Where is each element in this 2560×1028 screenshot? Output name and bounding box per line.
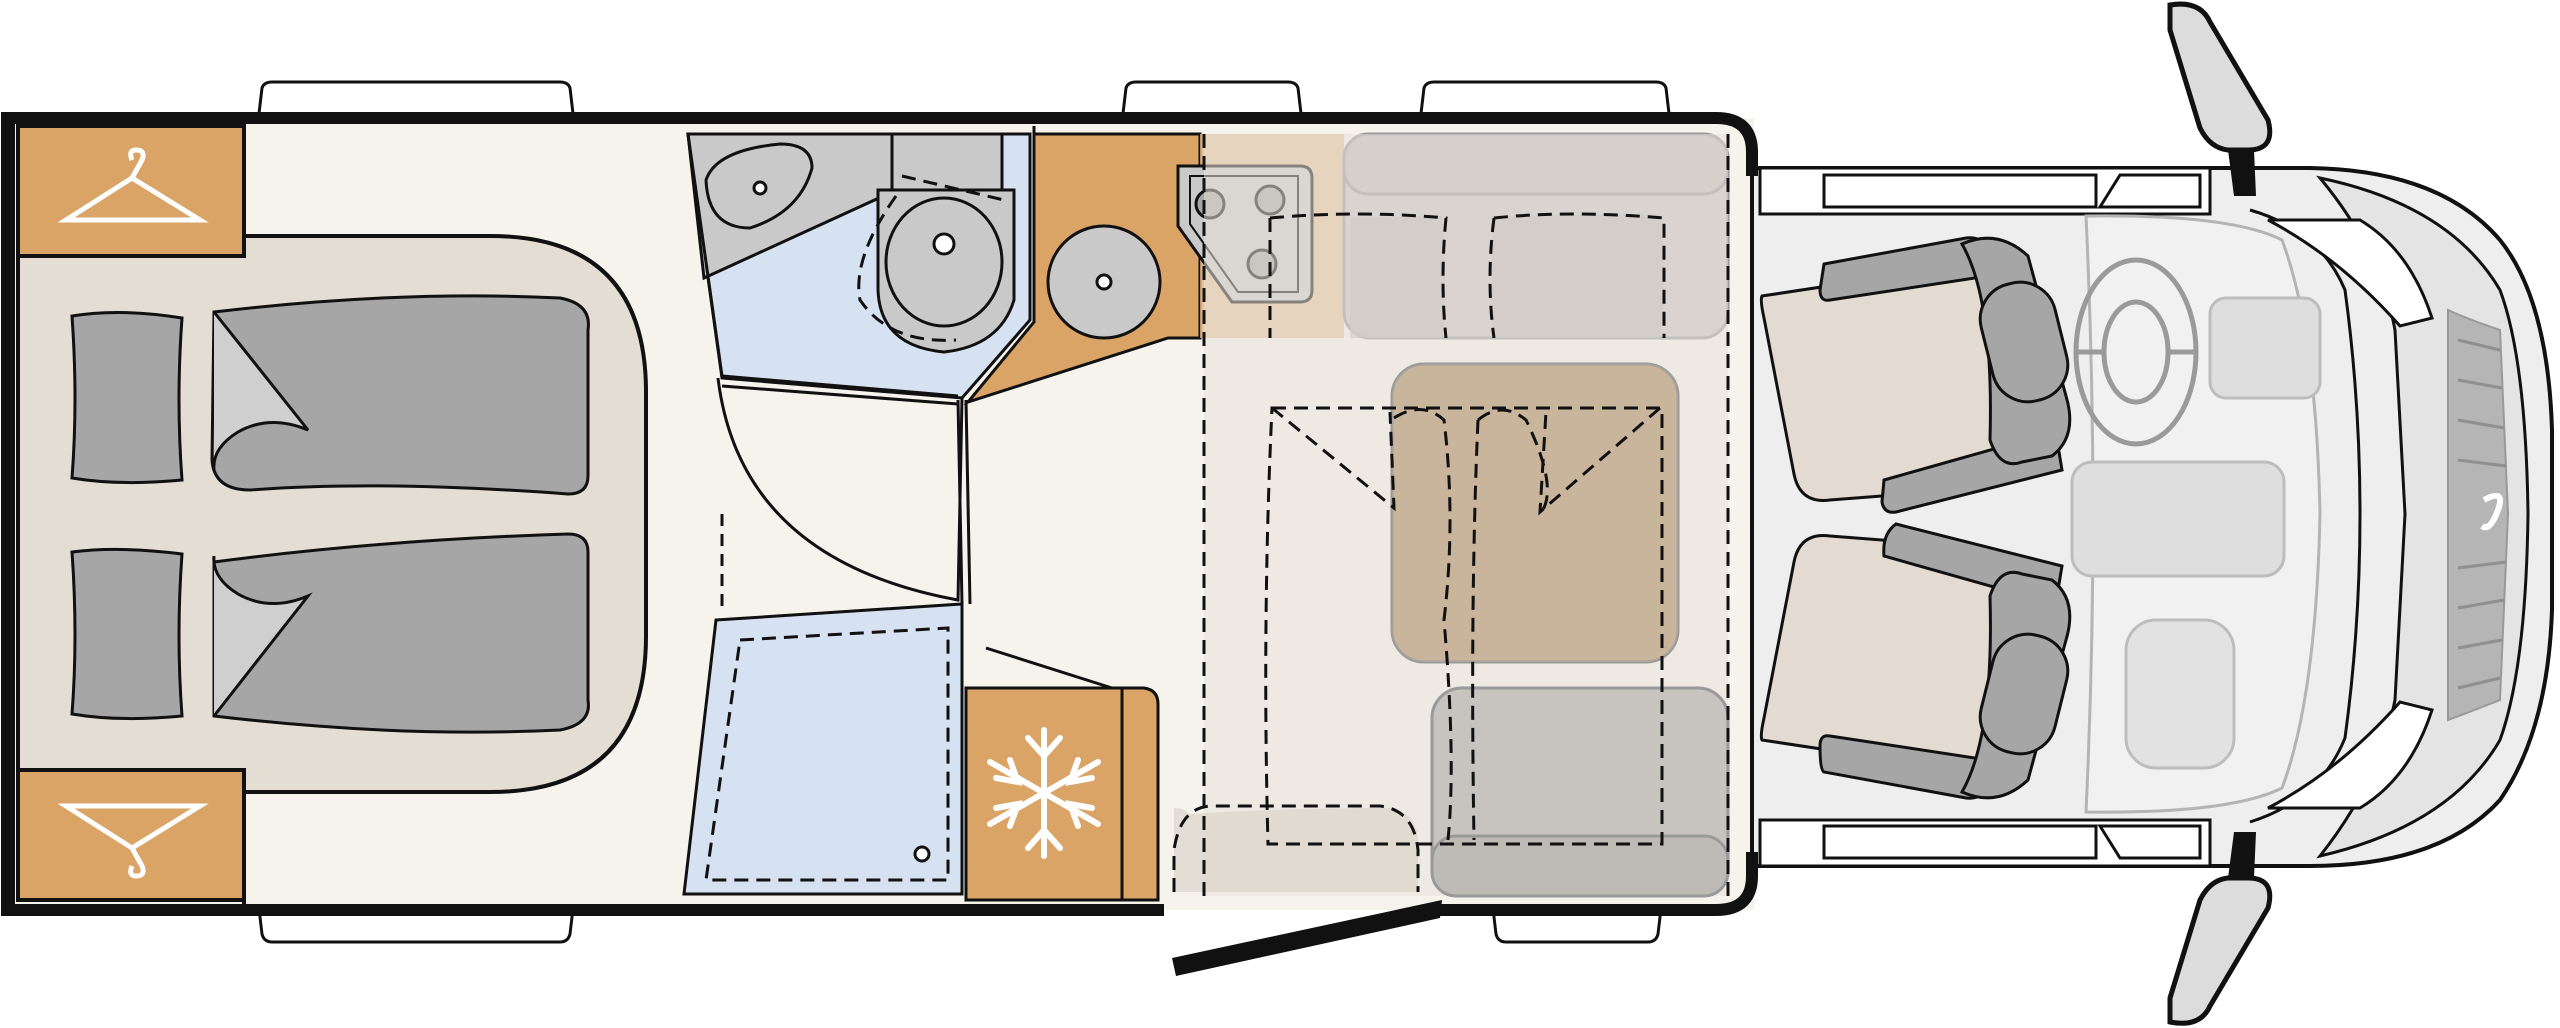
rear-wardrobe-top <box>16 124 246 258</box>
pillow <box>70 310 184 485</box>
headlight-top <box>2267 218 2434 328</box>
fridge <box>964 646 1160 902</box>
outer-wall <box>6 112 1758 176</box>
wing-mirror-top <box>2167 1 2273 196</box>
driver-seat <box>1759 236 2072 514</box>
toilet-drain <box>932 232 956 256</box>
grille <box>2447 308 2510 722</box>
body-walls <box>1 112 1758 916</box>
toilet-swing <box>857 174 1005 342</box>
dash-console-middle <box>2070 460 2286 578</box>
duvet <box>210 294 590 496</box>
rear-bed-pillows <box>70 310 184 721</box>
sink-drain <box>1095 273 1113 291</box>
vehicle-cab <box>1750 1 2554 1026</box>
bathroom-wall <box>686 133 724 377</box>
hanger-icon <box>57 803 209 879</box>
rear-wardrobe-bottom <box>16 768 246 902</box>
seat-headrest <box>1978 280 2070 404</box>
entry-door <box>1172 900 1442 976</box>
outer-wall <box>1432 852 1758 916</box>
duvet <box>212 532 590 734</box>
pillow <box>70 547 184 721</box>
duvet-fold <box>212 311 310 471</box>
windscreen <box>2249 208 2362 824</box>
table-leg-dashed <box>1174 808 1419 892</box>
shower-drain <box>913 845 931 863</box>
dash-console-top <box>2208 296 2322 400</box>
duvet-fold <box>212 555 313 717</box>
steering-wheel-icon <box>2073 257 2199 447</box>
bathroom-wall <box>956 399 964 605</box>
shower-tray <box>682 602 964 896</box>
headlight-bottom <box>2267 700 2434 810</box>
rear-bed-duvets <box>210 294 590 734</box>
lounge <box>1172 132 1730 898</box>
table-overlay <box>1392 364 1678 662</box>
bathroom <box>686 132 1032 612</box>
bathroom-wall <box>721 374 959 398</box>
shower <box>682 602 964 896</box>
passenger-seat <box>1759 522 2072 800</box>
bathroom-wall <box>964 399 972 605</box>
basin-drain <box>752 180 768 196</box>
dinette-table <box>1390 362 1680 664</box>
bathroom-door-swing <box>716 377 964 602</box>
wing-mirror-bottom <box>2167 832 2273 1026</box>
lounge-bed-dashed <box>1202 134 1730 896</box>
toilet-bowl <box>884 196 1004 328</box>
seat-headrest <box>1978 632 2070 756</box>
hanger-icon <box>57 147 209 223</box>
dash-console-bottom <box>2124 618 2236 770</box>
snowflake-icon <box>987 727 1101 859</box>
grille-lines <box>2457 338 2507 690</box>
shower-outline <box>704 626 950 882</box>
grey-cistern <box>890 132 1004 192</box>
cab-side-steps <box>1758 166 2212 868</box>
table-leg-dashed <box>1172 804 1420 892</box>
brand-logo-icon <box>2480 492 2504 531</box>
bathroom-wall <box>721 384 959 406</box>
